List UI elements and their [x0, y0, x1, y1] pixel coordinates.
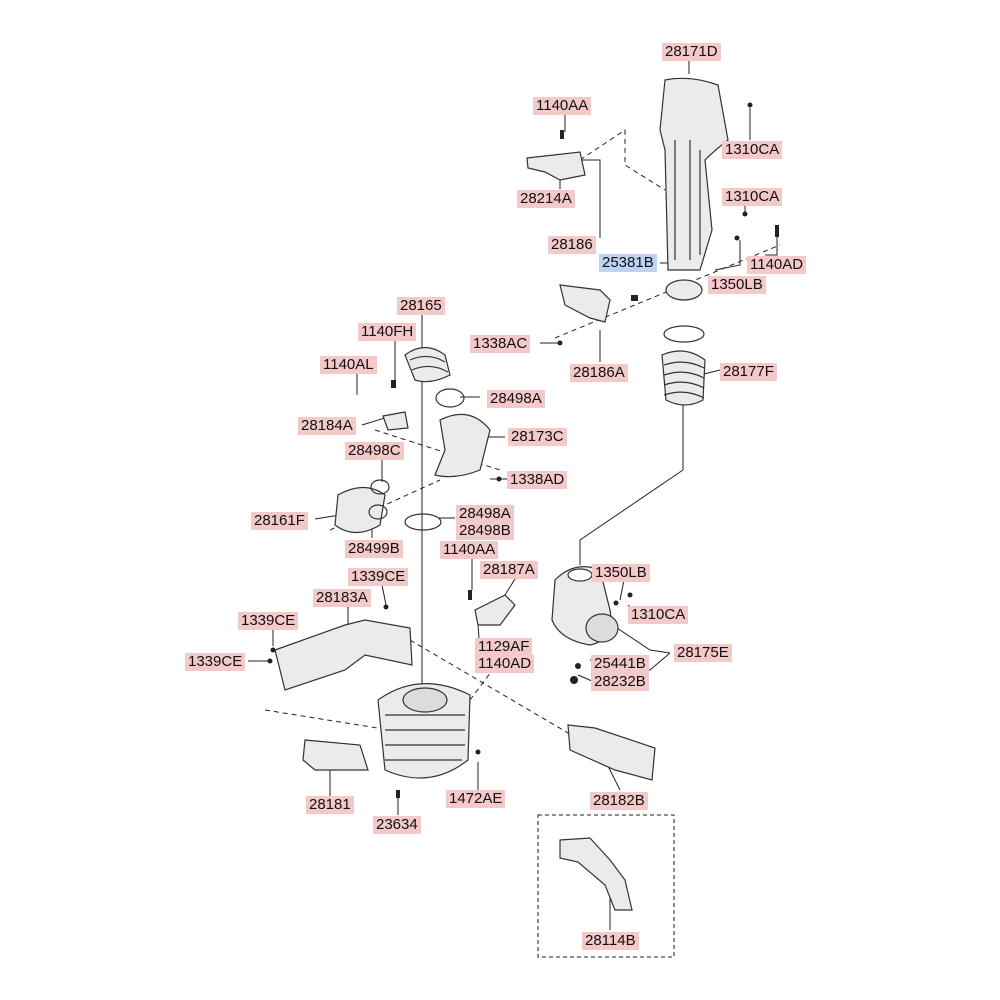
part-label-28175e[interactable]: 28175E: [674, 644, 732, 662]
part-label-1472ae[interactable]: 1472AE: [446, 790, 506, 808]
part-label-28186[interactable]: 28186: [548, 236, 596, 254]
part-label-1140fh[interactable]: 1140FH: [358, 323, 417, 341]
part-label-28184a[interactable]: 28184A: [298, 417, 356, 435]
part-label-23634[interactable]: 23634: [373, 816, 421, 834]
part-label-28173c[interactable]: 28173C: [508, 428, 567, 446]
part-label-28186a[interactable]: 28186A: [570, 364, 628, 382]
part-label-28114b[interactable]: 28114B: [582, 932, 639, 950]
part-label-28187a[interactable]: 28187A: [480, 561, 538, 579]
part-label-1140al[interactable]: 1140AL: [320, 356, 377, 374]
part-label-1338ac[interactable]: 1338AC: [470, 335, 531, 353]
part-label-1338ad[interactable]: 1338AD: [507, 471, 568, 489]
part-label-28165[interactable]: 28165: [397, 297, 445, 315]
part-label-28498b[interactable]: 28498B: [456, 522, 514, 540]
part-label-25441b[interactable]: 25441B: [591, 655, 649, 673]
part-label-28499b[interactable]: 28499B: [345, 540, 403, 558]
part-label-1129af[interactable]: 1129AF: [475, 638, 533, 656]
part-label-1339ce-low[interactable]: 1339CE: [185, 653, 246, 671]
part-label-1339ce-top[interactable]: 1339CE: [348, 568, 409, 586]
part-label-1310ca-low[interactable]: 1310CA: [628, 606, 689, 624]
part-label-28181[interactable]: 28181: [306, 796, 354, 814]
part-label-28171d[interactable]: 28171D: [662, 43, 721, 61]
part-label-28214a[interactable]: 28214A: [517, 190, 575, 208]
part-label-28498a-mid[interactable]: 28498A: [456, 505, 514, 523]
part-label-1140ad-top[interactable]: 1140AD: [747, 256, 807, 274]
part-label-1140ad-low[interactable]: 1140AD: [475, 655, 535, 673]
part-label-1310ca-top[interactable]: 1310CA: [722, 141, 783, 159]
part-label-1350lb-low[interactable]: 1350LB: [592, 564, 650, 582]
part-label-28183a[interactable]: 28183A: [313, 589, 371, 607]
part-label-28498a-top[interactable]: 28498A: [487, 390, 545, 408]
part-label-28161f[interactable]: 28161F: [251, 512, 308, 530]
part-label-1339ce-mid[interactable]: 1339CE: [238, 612, 299, 630]
part-label-25381b[interactable]: 25381B: [599, 254, 657, 272]
part-label-1140aa-top[interactable]: 1140AA: [533, 97, 592, 115]
part-label-1140aa-mid[interactable]: 1140AA: [440, 541, 499, 559]
part-label-28177f[interactable]: 28177F: [720, 363, 777, 381]
part-label-1310ca-mid[interactable]: 1310CA: [722, 188, 783, 206]
part-label-28498c[interactable]: 28498C: [345, 442, 404, 460]
part-label-28232b[interactable]: 28232B: [591, 673, 649, 691]
part-label-28182b[interactable]: 28182B: [590, 792, 648, 810]
part-label-1350lb-top[interactable]: 1350LB: [708, 276, 766, 294]
